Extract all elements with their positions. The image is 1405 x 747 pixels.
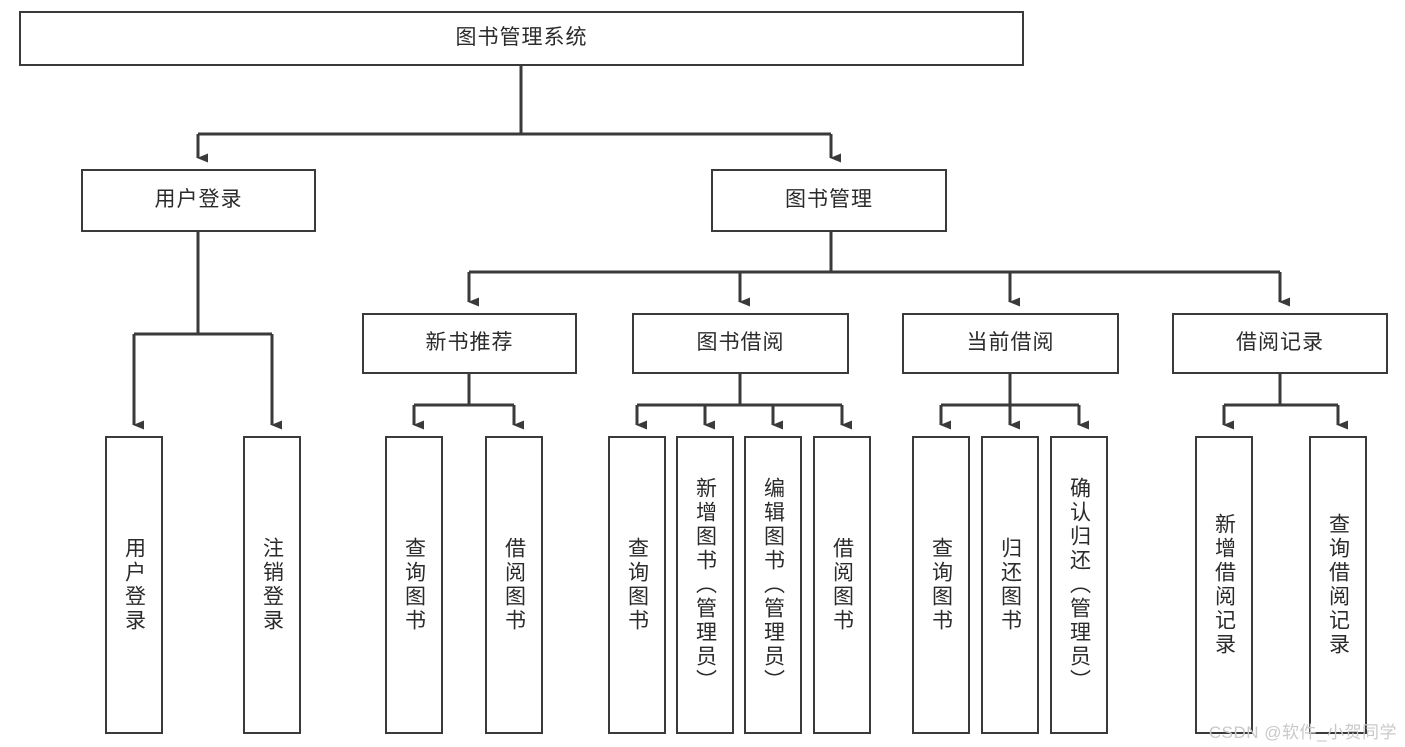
node-leaf-query-book-cb[interactable]: 查询图书 xyxy=(912,436,970,734)
watermark-text: CSDN @软件_小贺同学 xyxy=(1208,723,1397,742)
node-leaf-borrow-book-bb[interactable]: 借阅图书 xyxy=(813,436,871,734)
node-label: 图书管理系统 xyxy=(455,26,588,50)
node-label: 查询图书 xyxy=(929,537,953,633)
node-book-management[interactable]: 图书管理 xyxy=(711,169,947,232)
node-label: 图书管理 xyxy=(785,188,873,212)
node-leaf-user-login[interactable]: 用户登录 xyxy=(105,436,163,734)
node-label: 借阅图书 xyxy=(502,537,526,633)
node-label: 新增借阅记录 xyxy=(1212,513,1236,657)
node-label: 当前借阅 xyxy=(966,331,1055,355)
node-leaf-query-book-bb[interactable]: 查询图书 xyxy=(608,436,666,734)
node-label: 用户登录 xyxy=(154,188,243,212)
node-leaf-confirm-return-admin[interactable]: 确认归还（管理员） xyxy=(1050,436,1108,734)
node-new-book-recommendation[interactable]: 新书推荐 xyxy=(362,313,577,374)
node-leaf-query-book-nbr[interactable]: 查询图书 xyxy=(385,436,443,734)
node-leaf-edit-book-admin[interactable]: 编辑图书（管理员） xyxy=(744,436,802,734)
node-borrowing-record[interactable]: 借阅记录 xyxy=(1172,313,1388,374)
node-label: 用户登录 xyxy=(122,537,146,633)
node-leaf-borrow-book-nbr[interactable]: 借阅图书 xyxy=(485,436,543,734)
node-leaf-add-book-admin[interactable]: 新增图书（管理员） xyxy=(676,436,734,734)
node-root-system[interactable]: 图书管理系统 xyxy=(19,11,1024,66)
node-label: 新书推荐 xyxy=(425,331,514,355)
node-label: 新增图书（管理员） xyxy=(693,477,717,693)
node-book-borrowing[interactable]: 图书借阅 xyxy=(632,313,849,374)
node-leaf-query-borrow-record[interactable]: 查询借阅记录 xyxy=(1309,436,1367,734)
node-label: 图书借阅 xyxy=(696,331,785,355)
node-label: 借阅记录 xyxy=(1236,331,1324,355)
node-leaf-logout[interactable]: 注销登录 xyxy=(243,436,301,734)
node-label: 编辑图书（管理员） xyxy=(761,477,785,693)
node-label: 查询借阅记录 xyxy=(1326,513,1350,657)
node-label: 查询图书 xyxy=(402,537,426,633)
node-label: 借阅图书 xyxy=(830,537,854,633)
node-label: 查询图书 xyxy=(625,537,649,633)
node-leaf-add-borrow-record[interactable]: 新增借阅记录 xyxy=(1195,436,1253,734)
node-label: 归还图书 xyxy=(998,537,1022,633)
node-user-login[interactable]: 用户登录 xyxy=(81,169,316,232)
node-label: 确认归还（管理员） xyxy=(1067,477,1091,693)
node-leaf-return-book[interactable]: 归还图书 xyxy=(981,436,1039,734)
node-label: 注销登录 xyxy=(260,537,284,633)
node-current-borrowing[interactable]: 当前借阅 xyxy=(902,313,1119,374)
